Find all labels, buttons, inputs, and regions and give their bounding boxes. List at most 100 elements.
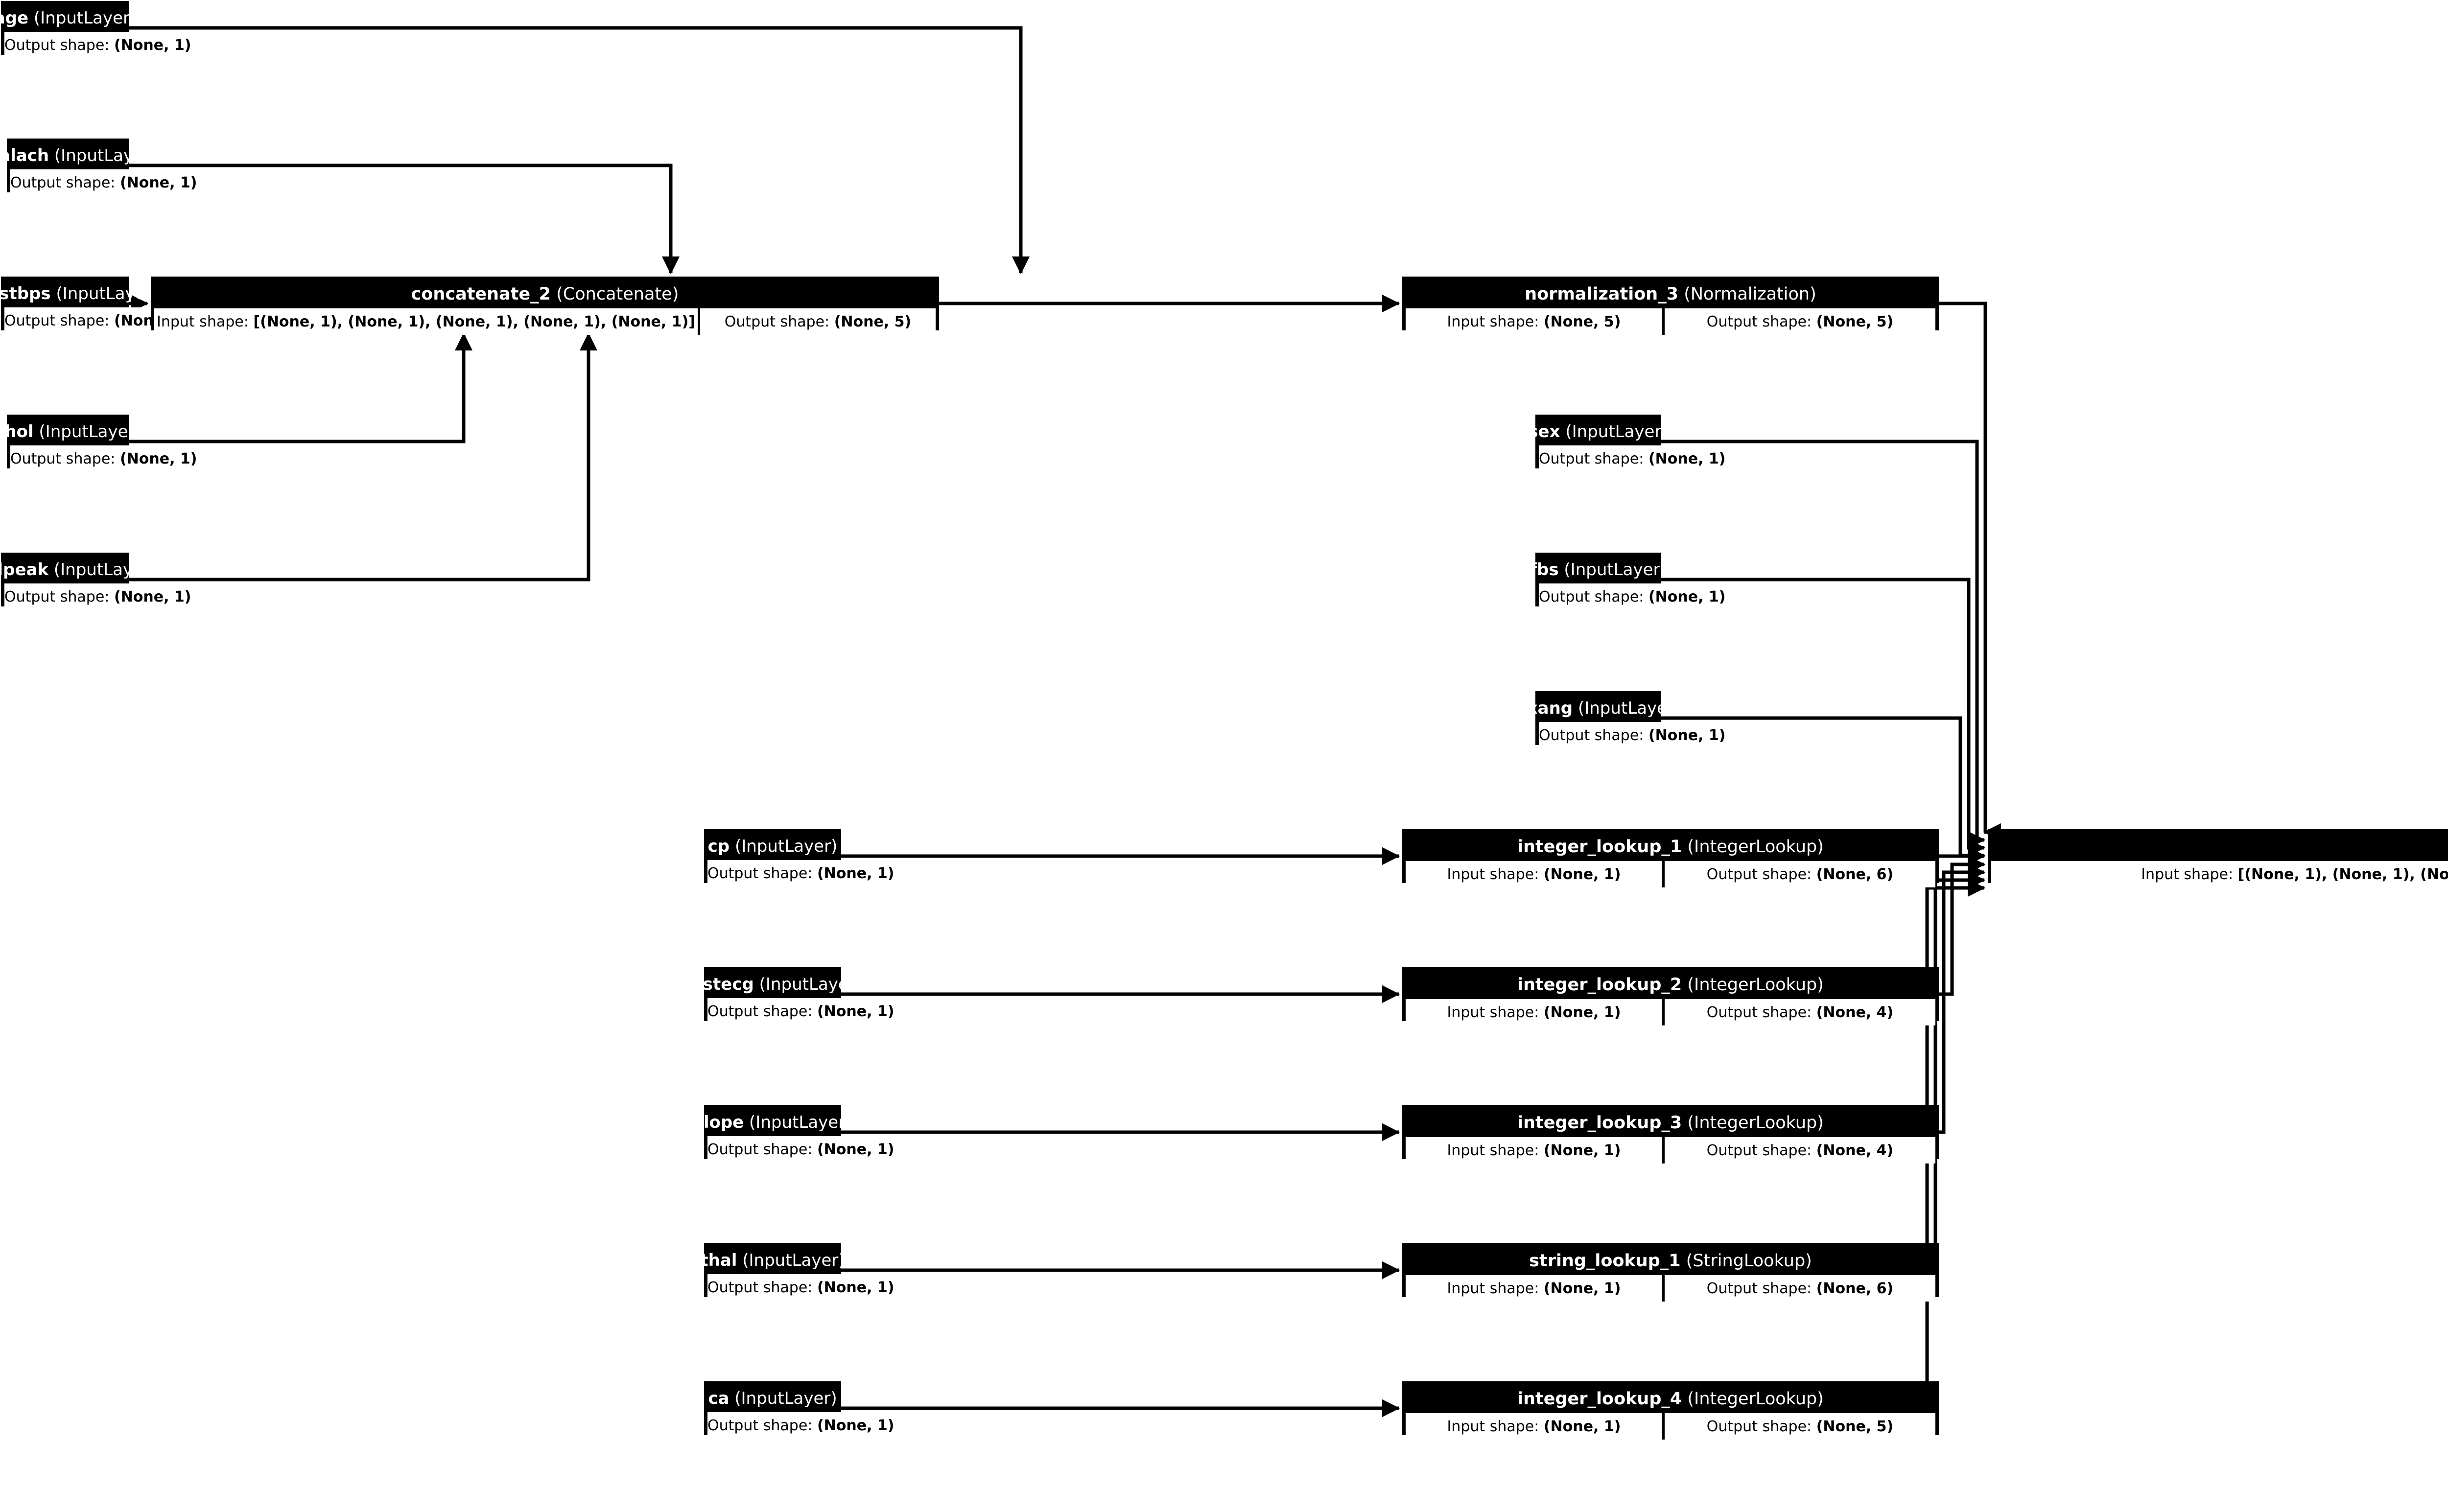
- output-shape-cell: Output shape: (None, 1): [10, 169, 197, 196]
- input-shape-label: Input shape:: [2141, 865, 2234, 883]
- node-age[interactable]: age (InputLayer) Output shape: (None, 1): [0, 1, 191, 58]
- node-shape-row: Input shape: (None, 1) Output shape: (No…: [1406, 861, 1935, 887]
- layer-name: integer_lookup_4: [1517, 1389, 1682, 1409]
- input-shape-label: Input shape:: [1447, 1141, 1539, 1159]
- input-shape-label: Input shape:: [157, 313, 249, 330]
- node-slope[interactable]: slope (InputLayer) Output shape: (None, …: [694, 1105, 894, 1163]
- layer-name: oldpeak: [0, 560, 49, 580]
- node-title: normalization_3 (Normalization): [1406, 280, 1935, 308]
- node-shape-row: Output shape: (None, 1): [4, 32, 191, 58]
- output-shape-value: (None, 1): [114, 36, 191, 54]
- input-shape-cell: Input shape: (None, 5): [1406, 308, 1662, 335]
- output-shape-label: Output shape:: [1706, 1279, 1812, 1297]
- output-shape-value: (None, 1): [119, 174, 197, 191]
- node-title: ca (InputLayer): [707, 1385, 838, 1412]
- input-shape-label: Input shape:: [1447, 865, 1539, 883]
- node-title: sex (InputLayer): [1528, 418, 1668, 445]
- layer-type: (InputLayer): [742, 1251, 845, 1270]
- layer-name: concatenate_2: [411, 284, 551, 304]
- output-shape-cell: Output shape: (None, 5): [698, 308, 936, 335]
- node-title: concatenate_2 (Concatenate): [154, 280, 936, 308]
- edge-integer_lookup_2-to-concatenate_3: [1939, 855, 1986, 996]
- output-shape-label: Output shape:: [707, 1140, 813, 1158]
- input-shape-label: Input shape:: [1447, 1418, 1539, 1435]
- input-shape-value: [(None, 1), (None, 1), (None, 1), (None,…: [2237, 865, 2448, 883]
- input-shape-cell: Input shape: [(None, 1), (None, 1), (Non…: [154, 308, 698, 335]
- node-title: fbs (InputLayer): [1530, 556, 1667, 583]
- output-shape-cell: Output shape: (None, 1): [707, 860, 894, 886]
- node-exang[interactable]: exang (InputLayer) Output shape: (None, …: [1516, 691, 1726, 748]
- node-shape-row: Output shape: (None, 1): [1539, 445, 1726, 472]
- node-shape-row: Input shape: (None, 1) Output shape: (No…: [1406, 1137, 1935, 1163]
- output-shape-cell: Output shape: (None, 4): [1662, 999, 1935, 1025]
- node-concatenate_3[interactable]: concatenate_3 (Concatenate) Input shape:…: [1988, 829, 2448, 887]
- node-concatenate_2[interactable]: concatenate_2 (Concatenate) Input shape:…: [151, 277, 939, 335]
- output-shape-label: Output shape:: [1539, 450, 1644, 467]
- input-shape-value: (None, 1): [1543, 1279, 1621, 1297]
- output-shape-value: (None, 5): [834, 313, 912, 330]
- output-shape-cell: Output shape: (None, 5): [1662, 308, 1935, 335]
- layer-type: (Concatenate): [556, 284, 679, 304]
- node-sex[interactable]: sex (InputLayer) Output shape: (None, 1): [1528, 415, 1726, 472]
- layer-type: (Normalization): [1684, 284, 1816, 304]
- input-shape-label: Input shape:: [1447, 1279, 1539, 1297]
- node-title: integer_lookup_2 (IntegerLookup): [1406, 971, 1935, 999]
- layer-name: slope: [693, 1113, 744, 1132]
- input-shape-label: Input shape:: [1447, 313, 1539, 330]
- output-shape-cell: Output shape: (None, 1): [707, 1274, 894, 1301]
- output-shape-label: Output shape:: [707, 1417, 813, 1434]
- input-shape-value: (None, 1): [1543, 1418, 1621, 1435]
- output-shape-value: (None, 1): [1648, 450, 1726, 467]
- node-title: chol (InputLayer): [0, 418, 141, 445]
- output-shape-value: (None, 5): [1816, 313, 1894, 330]
- node-title: concatenate_3 (Concatenate): [1991, 833, 2448, 861]
- node-integer_lookup_2[interactable]: integer_lookup_2 (IntegerLookup) Input s…: [1402, 967, 1939, 1025]
- output-shape-value: (None, 1): [1648, 726, 1726, 744]
- layer-type: (InputLayer): [1565, 422, 1668, 442]
- node-integer_lookup_3[interactable]: integer_lookup_3 (IntegerLookup) Input s…: [1402, 1105, 1939, 1163]
- node-fbs[interactable]: fbs (InputLayer) Output shape: (None, 1): [1530, 553, 1726, 610]
- node-shape-row: Input shape: (None, 1) Output shape: (No…: [1406, 1275, 1935, 1302]
- node-trestbps[interactable]: trestbps (InputLayer) Output shape: (Non…: [0, 277, 191, 334]
- output-shape-value: (None, 1): [119, 450, 197, 467]
- output-shape-value: (None, 6): [1816, 865, 1894, 883]
- output-shape-label: Output shape:: [707, 1002, 813, 1020]
- input-shape-value: (None, 5): [1543, 313, 1621, 330]
- layer-name: ca: [708, 1389, 730, 1408]
- node-string_lookup_1[interactable]: string_lookup_1 (StringLookup) Input sha…: [1402, 1243, 1939, 1302]
- output-shape-cell: Output shape: (None, 4): [1662, 1137, 1935, 1163]
- node-shape-row: Output shape: (None, 1): [10, 169, 197, 196]
- output-shape-label: Output shape:: [1706, 1418, 1812, 1435]
- output-shape-cell: Output shape: (None, 1): [1539, 583, 1726, 610]
- output-shape-value: (None, 1): [1648, 588, 1726, 605]
- node-cp[interactable]: cp (InputLayer) Output shape: (None, 1): [704, 829, 894, 886]
- node-integer_lookup_1[interactable]: integer_lookup_1 (IntegerLookup) Input s…: [1402, 829, 1939, 887]
- node-shape-row: Input shape: [(None, 1), (None, 1), (Non…: [1991, 861, 2448, 887]
- layer-type: (StringLookup): [1686, 1251, 1812, 1271]
- node-restecg[interactable]: restecg (InputLayer) Output shape: (None…: [683, 967, 894, 1024]
- node-title: cp (InputLayer): [707, 833, 838, 860]
- layer-name: chol: [0, 422, 34, 442]
- node-shape-row: Input shape: (None, 1) Output shape: (No…: [1406, 1413, 1935, 1440]
- node-oldpeak[interactable]: oldpeak (InputLayer) Output shape: (None…: [0, 553, 191, 610]
- layer-type: (IntegerLookup): [1687, 975, 1824, 995]
- node-normalization_3[interactable]: normalization_3 (Normalization) Input sh…: [1402, 277, 1939, 335]
- node-chol[interactable]: chol (InputLayer) Output shape: (None, 1…: [0, 415, 197, 472]
- layer-name: fbs: [1530, 560, 1559, 580]
- node-shape-row: Input shape: [(None, 1), (None, 1), (Non…: [154, 308, 936, 335]
- node-integer_lookup_4[interactable]: integer_lookup_4 (IntegerLookup) Input s…: [1402, 1381, 1939, 1440]
- output-shape-value: (None, 6): [1816, 1279, 1894, 1297]
- output-shape-cell: Output shape: (None, 1): [707, 998, 894, 1024]
- node-thal[interactable]: thal (InputLayer) Output shape: (None, 1…: [700, 1243, 894, 1301]
- node-title: oldpeak (InputLayer): [0, 556, 156, 583]
- node-ca[interactable]: ca (InputLayer) Output shape: (None, 1): [704, 1381, 894, 1439]
- output-shape-value: (None, 1): [817, 1140, 894, 1158]
- node-title: restecg (InputLayer): [683, 971, 862, 998]
- node-title: age (InputLayer): [0, 4, 136, 32]
- node-thalach[interactable]: thalach (InputLayer) Output shape: (None…: [0, 139, 197, 196]
- node-shape-row: Output shape: (None, 1): [707, 1136, 894, 1163]
- output-shape-cell: Output shape: (None, 1): [1539, 445, 1726, 472]
- edge-chol-to-concatenate_2: [129, 332, 473, 443]
- node-shape-row: Output shape: (None, 1): [1539, 583, 1726, 610]
